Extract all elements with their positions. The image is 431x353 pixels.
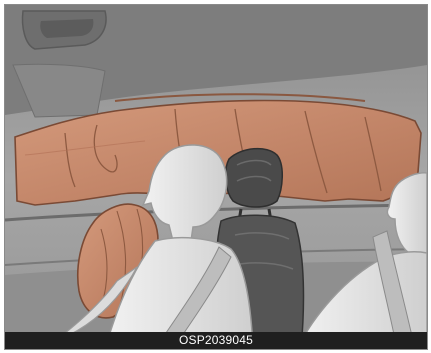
figure-code-bar: OSP2039045 — [5, 332, 427, 349]
car-interior-scene — [5, 5, 427, 349]
figure-code: OSP2039045 — [179, 333, 253, 347]
airbag-illustration: OSP2039045 — [4, 4, 428, 350]
headrest-icon — [226, 149, 283, 207]
